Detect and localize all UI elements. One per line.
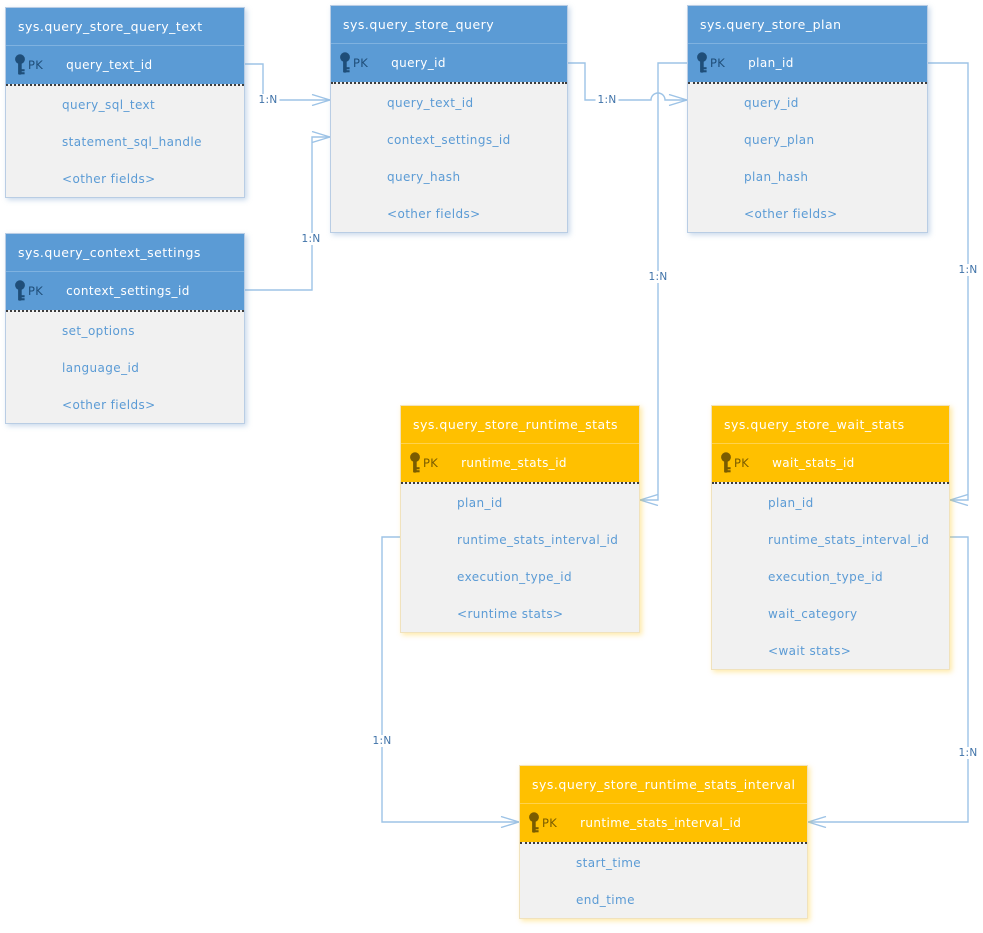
entity-title: sys.query_context_settings [6,234,244,272]
key-icon [719,452,733,474]
entity-query-store-plan: sys.query_store_plan PK plan_id query_id… [687,5,928,233]
entity-query-store-query: sys.query_store_query PK query_id query_… [330,5,568,233]
field-list: start_time end_time [520,842,807,918]
field-row: query_plan [744,132,815,147]
cardinality-label: 1:N [370,735,394,747]
field-list: set_options language_id <other fields> [6,310,244,423]
field-row: plan_id [768,495,814,510]
entity-title: sys.query_store_query [331,6,567,44]
field-row: <other fields> [62,397,156,412]
field-row: start_time [576,855,642,870]
entity-title: sys.query_store_wait_stats [712,406,949,444]
primary-key-row: PK wait_stats_id [712,444,949,482]
entity-title: sys.query_store_plan [688,6,927,44]
connector-plan-waitstats [928,62,969,500]
field-list: plan_id runtime_stats_interval_id execut… [401,482,639,632]
pk-badge: PK [28,58,44,72]
entity-query-store-wait-stats: sys.query_store_wait_stats PK wait_stats… [711,405,950,670]
field-row: <other fields> [387,206,481,221]
field-list: query_text_id context_settings_id query_… [331,82,567,232]
entity-query-store-runtime-stats-interval: sys.query_store_runtime_stats_interval P… [519,765,808,919]
pk-badge: PK [542,816,558,830]
field-row: wait_category [768,606,858,621]
primary-key-row: PK runtime_stats_id [401,444,639,482]
field-list: plan_id runtime_stats_interval_id execut… [712,482,949,669]
pk-badge: PK [710,56,726,70]
pk-field-name: query_text_id [66,58,153,72]
entity-query-store-runtime-stats: sys.query_store_runtime_stats PK runtime… [400,405,640,633]
cardinality-label: 1:N [299,233,323,245]
entity-query-context-settings: sys.query_context_settings PK context_se… [5,233,245,424]
field-row: <runtime stats> [457,606,564,621]
entity-query-store-query-text: sys.query_store_query_text PK query_text… [5,7,245,198]
primary-key-row: PK plan_id [688,44,927,82]
pk-field-name: runtime_stats_interval_id [580,816,742,830]
primary-key-row: PK context_settings_id [6,272,244,310]
pk-field-name: plan_id [748,56,794,70]
cardinality-label: 1:N [595,94,619,106]
key-icon [408,452,422,474]
field-row: execution_type_id [768,569,884,584]
pk-field-name: query_id [391,56,446,70]
pk-field-name: context_settings_id [66,284,190,298]
pk-badge: PK [353,56,369,70]
key-icon [13,280,27,302]
field-row: plan_id [457,495,503,510]
field-row: runtime_stats_interval_id [457,532,619,547]
primary-key-row: PK query_text_id [6,46,244,84]
field-row: end_time [576,892,635,907]
field-row: set_options [62,323,135,338]
cardinality-label: 1:N [956,747,980,759]
cardinality-label: 1:N [256,94,280,106]
pk-field-name: wait_stats_id [772,456,855,470]
field-row: query_hash [387,169,461,184]
connector-runtimestats-interval [381,536,519,822]
field-row: query_text_id [387,95,474,110]
field-row: query_sql_text [62,97,156,112]
connector-contextsettings-query [245,137,330,291]
field-row: execution_type_id [457,569,573,584]
pk-badge: PK [28,284,44,298]
connector-querytext-query [245,63,330,100]
entity-title: sys.query_store_runtime_stats [401,406,639,444]
field-row: language_id [62,360,140,375]
pk-field-name: runtime_stats_id [461,456,567,470]
field-row: runtime_stats_interval_id [768,532,930,547]
entity-title: sys.query_store_query_text [6,8,244,46]
key-icon [338,52,352,74]
key-icon [527,812,541,834]
key-icon [695,52,709,74]
field-row: context_settings_id [387,132,511,147]
field-row: <other fields> [62,171,156,186]
field-row: query_id [744,95,799,110]
field-row: <wait stats> [768,643,852,658]
entity-title: sys.query_store_runtime_stats_interval [520,766,807,804]
connector-query-plan [568,62,687,100]
field-row: <other fields> [744,206,838,221]
field-row: statement_sql_handle [62,134,202,149]
cardinality-label: 1:N [956,264,980,276]
field-list: query_id query_plan plan_hash <other fie… [688,82,927,232]
field-list: query_sql_text statement_sql_handle <oth… [6,84,244,197]
connector-waitstats-interval [808,536,969,822]
cardinality-label: 1:N [646,271,670,283]
pk-badge: PK [734,456,750,470]
field-row: plan_hash [744,169,809,184]
primary-key-row: PK query_id [331,44,567,82]
pk-badge: PK [423,456,439,470]
primary-key-row: PK runtime_stats_interval_id [520,804,807,842]
key-icon [13,54,27,76]
